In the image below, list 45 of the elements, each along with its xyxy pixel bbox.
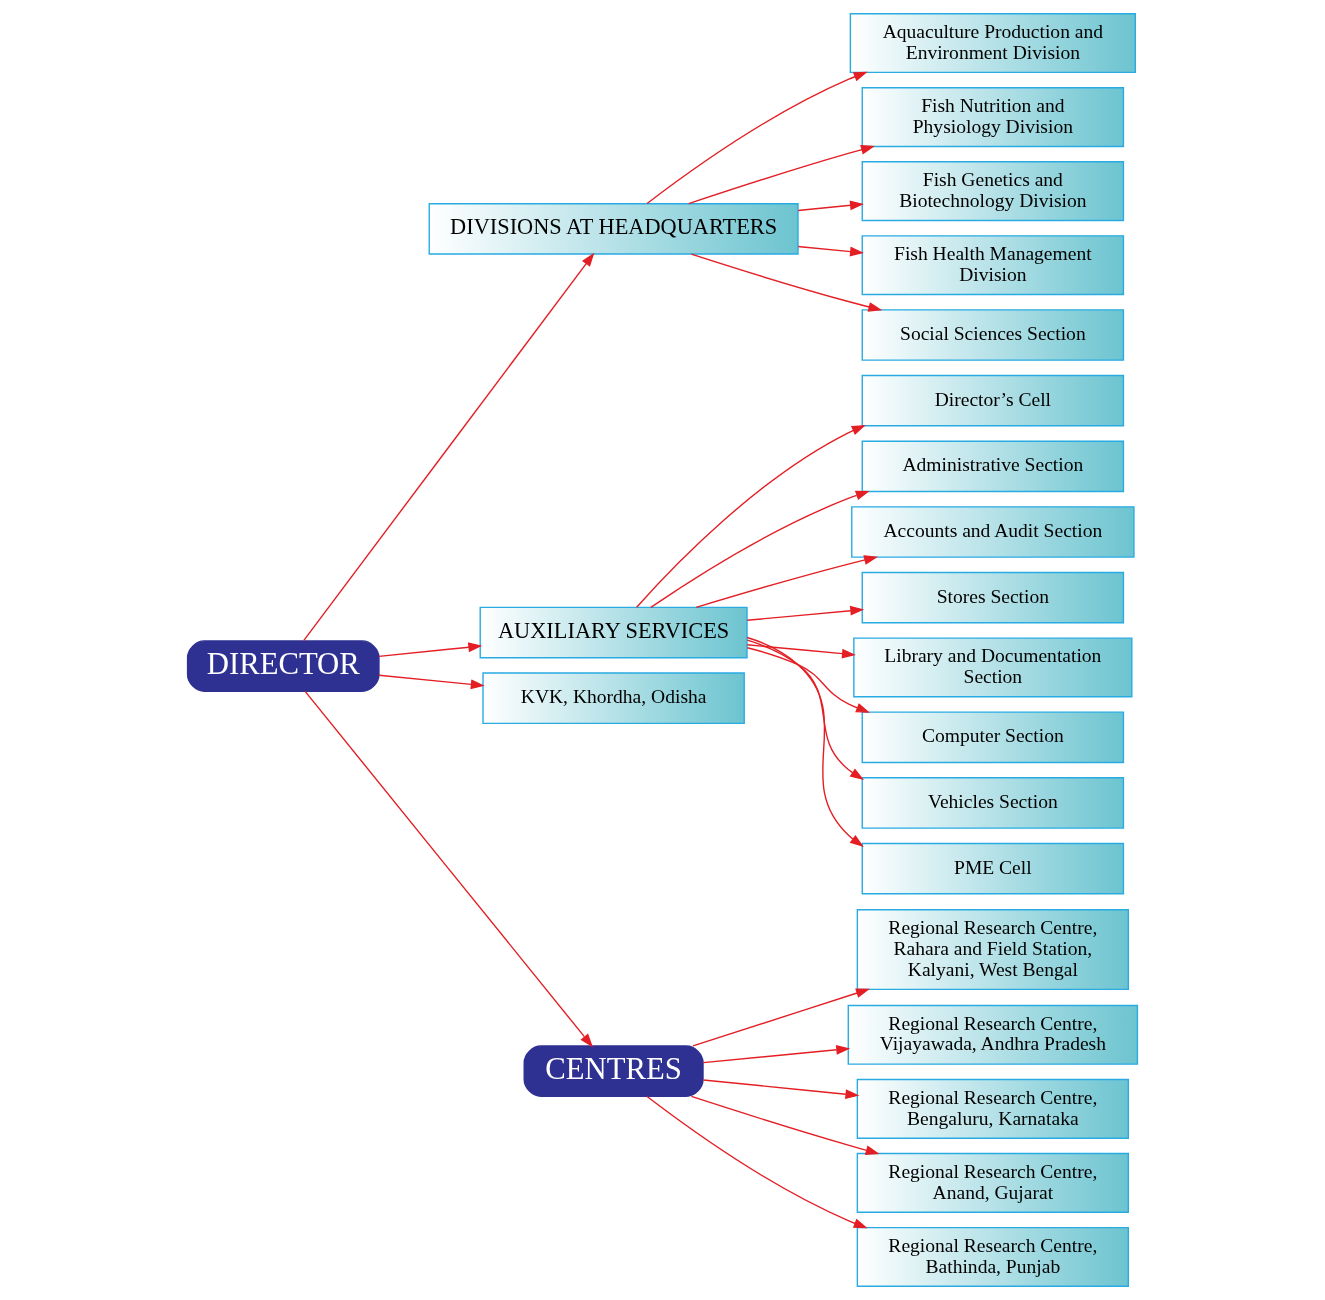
- arrow: [746, 647, 870, 713]
- node-box: Regional Research Centre, Rahara and Field Station, Kalyani, West Bengal: [856, 909, 1130, 991]
- node-box: Regional Research Centre, Anand, Gujarat: [856, 1152, 1130, 1213]
- node-box: DIRECTOR: [186, 640, 380, 692]
- arrow: [746, 605, 865, 621]
- node-box: Social Sciences Section: [861, 309, 1125, 361]
- arrow: [692, 988, 870, 1047]
- arrow: [650, 490, 870, 609]
- arrow: [688, 144, 875, 205]
- node-box: Director’s Cell: [861, 374, 1125, 427]
- arrow: [378, 642, 483, 658]
- arrow: [646, 71, 868, 205]
- arrow: [646, 1095, 868, 1229]
- node-box: Library and Documentation Section: [853, 637, 1133, 698]
- node-box: Regional Research Centre, Vijayawada, Andhra Pradesh: [847, 1004, 1139, 1065]
- node-box: Computer Section: [861, 711, 1125, 764]
- node-box: Accounts and Audit Section: [851, 506, 1135, 558]
- node-box: Fish Health Management Division: [861, 235, 1125, 296]
- arrow: [702, 1079, 860, 1100]
- node-box: Stores Section: [861, 571, 1125, 624]
- node-box: KVK, Khordha, Odisha: [482, 672, 745, 725]
- node-box: Vehicles Section: [861, 777, 1125, 829]
- arrow: [695, 555, 879, 609]
- arrow: [746, 636, 864, 848]
- arrow: [690, 253, 883, 312]
- node-box: DIVISIONS AT HEADQUARTERS: [428, 203, 799, 255]
- node-box: CENTRES: [523, 1045, 704, 1097]
- arrow: [635, 425, 866, 608]
- arrow: [303, 252, 595, 642]
- arrow: [746, 644, 856, 659]
- node-box: AUXILIARY SERVICES: [479, 606, 748, 659]
- node-box: Fish Nutrition and Physiology Division: [861, 87, 1125, 148]
- node-box: Regional Research Centre, Bengaluru, Karnataka: [856, 1078, 1130, 1139]
- node-box: Administrative Section: [861, 440, 1125, 493]
- arrow: [690, 1095, 880, 1155]
- arrow: [797, 245, 864, 257]
- node-box: Aquaculture Production and Environment Division: [849, 13, 1136, 74]
- node-box: Regional Research Centre, Bathinda, Punjab: [856, 1226, 1130, 1287]
- arrow: [304, 690, 594, 1048]
- arrow: [746, 639, 864, 781]
- arrow: [797, 200, 864, 212]
- node-box: Fish Genetics and Biotechnology Division: [861, 161, 1125, 222]
- arrow: [378, 674, 485, 690]
- arrow: [702, 1044, 851, 1064]
- node-box: PME Cell: [861, 842, 1125, 895]
